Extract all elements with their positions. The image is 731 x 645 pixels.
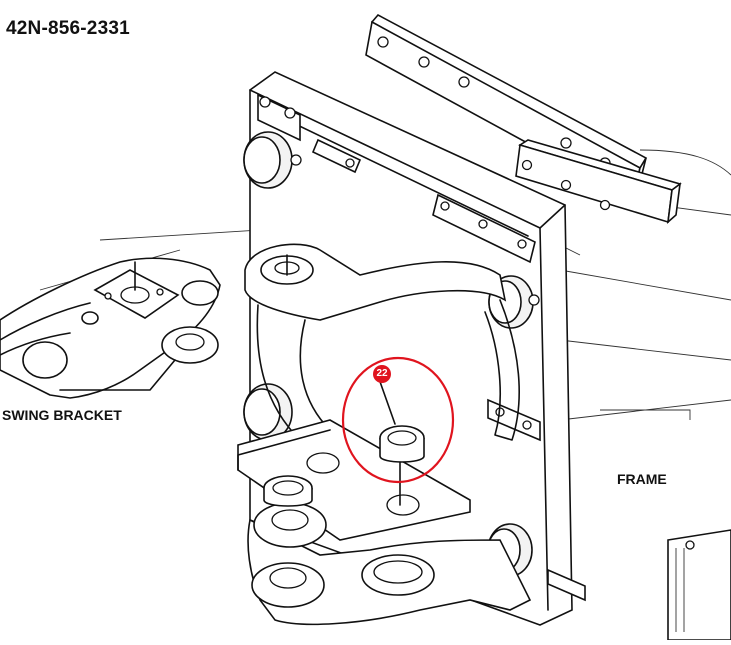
frame-label: FRAME xyxy=(617,471,667,487)
swing-bracket xyxy=(0,257,221,399)
frame-bolt-hole xyxy=(478,219,488,229)
frame-bolt-hole xyxy=(284,107,296,119)
frame-bolt-hole xyxy=(440,201,450,211)
plate-hole xyxy=(560,137,572,149)
frame-side-detail xyxy=(667,529,731,641)
plate-hole xyxy=(560,179,572,191)
callout-highlight-circle xyxy=(341,356,455,484)
plate-hole xyxy=(521,159,533,171)
frame-bolt-hole xyxy=(517,239,527,249)
callout-number-badge: 22 xyxy=(373,365,391,383)
frame-bolt-hole xyxy=(522,420,532,430)
plate-hole xyxy=(599,199,611,211)
bracket-arms xyxy=(244,243,520,441)
plate-hole xyxy=(418,56,430,68)
seal-item-22 xyxy=(377,375,425,463)
small-spacer-plate xyxy=(515,139,682,224)
frame-bolt-hole xyxy=(345,158,355,168)
plate-hole xyxy=(458,76,470,88)
lower-swing-bracket xyxy=(247,502,532,626)
lower-bracket-plate xyxy=(237,419,471,541)
part-number-title: 42N-856-2331 xyxy=(6,18,130,39)
swing-bracket-label: SWING BRACKET xyxy=(2,407,122,423)
frame-bolt-hole xyxy=(259,96,271,108)
seal-bushing xyxy=(263,475,313,507)
plate-hole xyxy=(377,36,389,48)
